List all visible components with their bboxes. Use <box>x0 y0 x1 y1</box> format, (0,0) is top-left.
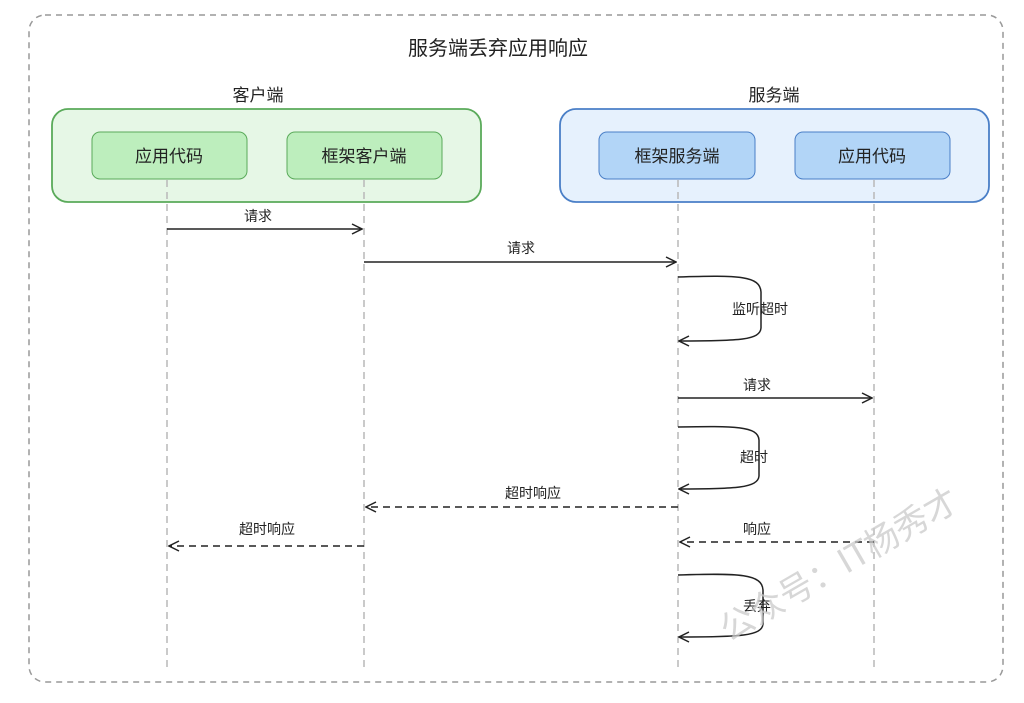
message-label-request-1: 请求 <box>244 209 272 225</box>
self-loop-listen-timeout <box>677 275 762 341</box>
watermark: 公众号：IT杨秀才 <box>713 481 966 650</box>
client-group-label: 客户端 <box>233 86 284 106</box>
participant-server-app <box>794 131 951 180</box>
message-label-request-2: 请求 <box>507 241 535 257</box>
message-label-discard: 丢弃 <box>743 599 771 615</box>
message-label-listen-timeout: 监听超时 <box>732 302 788 318</box>
diagram-title: 服务端丢弃应用响应 <box>408 36 588 60</box>
participant-client-app-label: 应用代码 <box>135 147 203 167</box>
participant-client-framework <box>286 131 443 180</box>
self-loop-discard <box>677 573 764 637</box>
participant-server-framework-label: 框架服务端 <box>635 147 720 167</box>
participant-client-app <box>91 131 248 180</box>
message-label-timeout-response-1: 超时响应 <box>505 485 561 502</box>
message-label-response: 响应 <box>743 521 771 538</box>
server-group-label: 服务端 <box>749 86 800 106</box>
participant-client-framework-label: 框架客户端 <box>322 147 407 167</box>
message-label-request-3: 请求 <box>743 378 771 394</box>
participant-server-app-label: 应用代码 <box>838 147 906 167</box>
self-loop-timeout <box>677 425 760 489</box>
message-label-timeout: 超时 <box>740 450 768 466</box>
message-label-timeout-response-2: 超时响应 <box>239 521 295 538</box>
participant-server-framework <box>598 131 756 180</box>
